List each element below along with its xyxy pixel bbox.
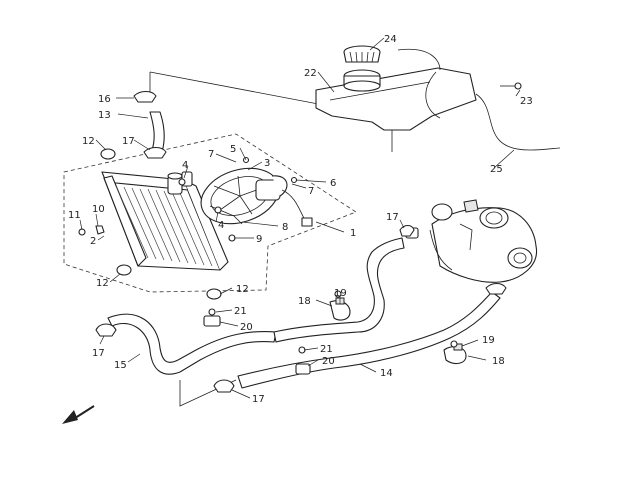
callout-21a: 21 — [234, 306, 247, 317]
reservoir-tank — [315, 45, 516, 131]
callout-24: 24 — [384, 34, 397, 45]
callout-6: 6 — [330, 178, 336, 189]
callout-7a: 7 — [208, 149, 214, 160]
callout-3: 3 — [264, 158, 270, 169]
callout-9: 9 — [256, 234, 262, 245]
callout-10: 10 — [92, 204, 105, 215]
callout-17d: 17 — [386, 212, 399, 223]
callout-22: 22 — [304, 68, 317, 79]
thermostat-housing — [405, 199, 538, 283]
callout-5: 5 — [230, 144, 236, 155]
callout-19b: 19 — [482, 335, 495, 346]
callout-18a: 18 — [298, 296, 311, 307]
radiator — [101, 171, 229, 271]
callout-4a: 4 — [182, 160, 188, 171]
callout-13: 13 — [98, 110, 111, 121]
callout-19a: 19 — [334, 288, 347, 299]
callout-1: 1 — [350, 228, 356, 239]
arrow-down-left-icon — [62, 405, 95, 424]
callout-labels: 1 2 3 4 4 5 6 7 7 8 9 10 11 12 12 12 13 … — [68, 34, 533, 405]
overflow-hose — [475, 93, 561, 151]
callout-8: 8 — [282, 222, 288, 233]
callout-2: 2 — [90, 236, 96, 247]
hose-upper-branch — [273, 237, 405, 343]
callout-17c: 17 — [252, 394, 265, 405]
callout-11: 11 — [68, 210, 81, 221]
hose-15 — [107, 313, 277, 375]
callout-16: 16 — [98, 94, 111, 105]
callout-7b: 7 — [308, 186, 314, 197]
callout-23: 23 — [520, 96, 533, 107]
callout-15: 15 — [114, 360, 127, 371]
callout-4b: 4 — [218, 220, 224, 231]
hose-clamps — [95, 90, 507, 393]
callout-12a: 12 — [82, 136, 95, 147]
callout-17b: 17 — [92, 348, 105, 359]
callout-20a: 20 — [240, 322, 253, 333]
callout-25: 25 — [490, 164, 503, 175]
callout-12c: 12 — [236, 284, 249, 295]
callout-18b: 18 — [492, 356, 505, 367]
hose-13 — [149, 111, 165, 153]
callout-12b: 12 — [96, 278, 109, 289]
callout-17a: 17 — [122, 136, 135, 147]
leader-lines — [79, 37, 521, 399]
fasteners — [78, 82, 522, 354]
callout-14: 14 — [380, 368, 393, 379]
callout-21b: 21 — [320, 344, 333, 355]
callout-20b: 20 — [322, 356, 335, 367]
